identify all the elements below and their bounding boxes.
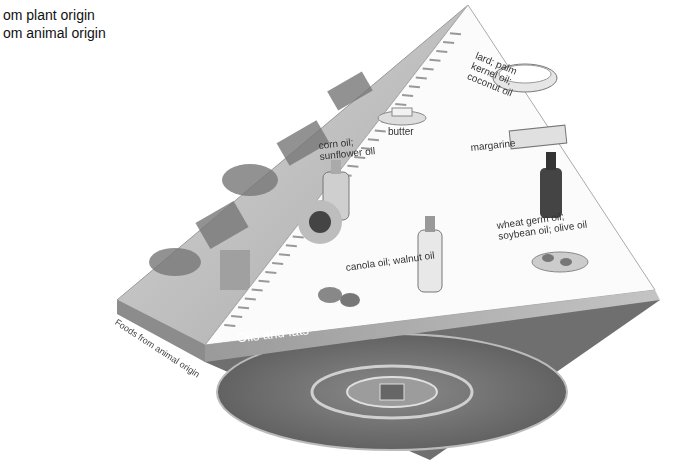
right-face: [205, 5, 655, 345]
food-label: butter: [388, 126, 438, 137]
legend-text: om plant origin: [3, 8, 95, 23]
food-pictures: [298, 64, 588, 307]
right-band: [205, 290, 660, 362]
base-ring: [347, 377, 437, 407]
base-logo: [380, 384, 404, 400]
edge-hatching: [224, 33, 461, 326]
legend-text: om animal origin: [3, 26, 106, 41]
base-ring: [312, 366, 472, 418]
